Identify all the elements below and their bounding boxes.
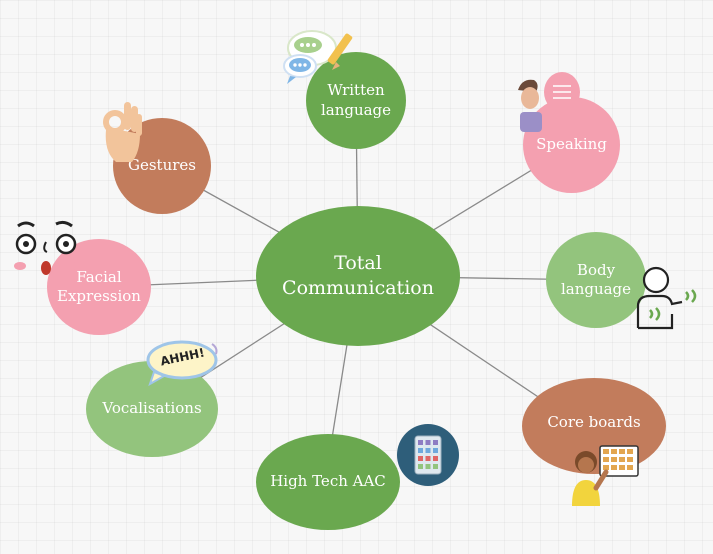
node-body-language-label: Body language	[560, 260, 632, 299]
person-speaking-icon	[518, 72, 580, 132]
person-gesturing-icon	[636, 266, 697, 330]
node-speaking-label: Speaking	[536, 135, 607, 154]
node-vocalisations-label: Vocalisations	[102, 399, 202, 418]
surprised-face-icon	[14, 220, 78, 275]
node-facial-expression-label: Facial Expression	[57, 267, 141, 306]
ok-hand-icon	[103, 102, 142, 162]
center-node-label: Total Communication	[282, 252, 434, 299]
center-node: Total Communication	[256, 206, 460, 346]
node-gestures-label: Gestures	[128, 156, 196, 175]
child-with-board-icon	[572, 445, 639, 506]
node-facial-expression: Facial Expression	[47, 239, 151, 335]
node-body-language: Body language	[546, 232, 646, 328]
node-high-tech-aac: High Tech AAC	[256, 434, 400, 530]
ahhh-bubble-icon: AHHH!	[142, 338, 224, 388]
node-high-tech-aac-label: High Tech AAC	[270, 472, 386, 491]
node-core-boards-label: Core boards	[547, 413, 641, 432]
node-written-language-label: Written language	[320, 81, 392, 119]
node-written-language: Written language	[306, 52, 406, 149]
tablet-icon	[397, 424, 459, 486]
speech-bubbles-pencil-icon	[283, 30, 353, 84]
